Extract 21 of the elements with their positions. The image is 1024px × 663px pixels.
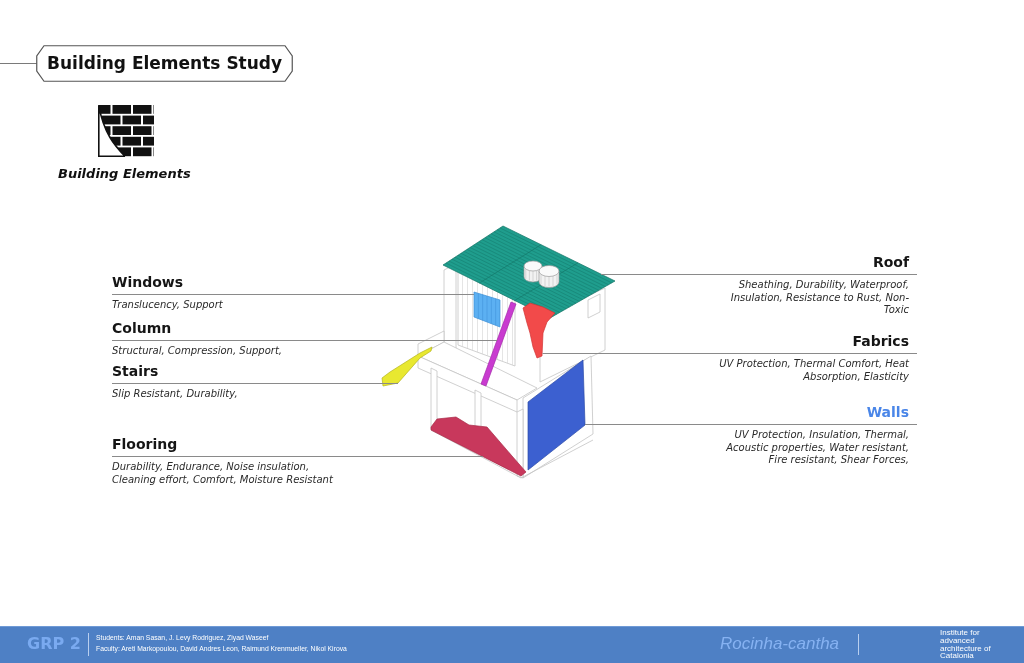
property-list: Structural, Compression, Support, xyxy=(112,345,283,358)
leader-line xyxy=(311,383,399,384)
property-list: Durability, Endurance, Noise insulation, Cleaning effort, Comfort, Moisture Resistant xyxy=(112,461,340,486)
title: Building Elements Study xyxy=(47,53,283,73)
element-heading: Flooring xyxy=(112,435,178,453)
project-name: Rocinha-cantha xyxy=(720,634,840,654)
element-heading: Windows xyxy=(112,273,184,291)
subheading: Building Elements xyxy=(58,166,191,182)
element-heading: Walls xyxy=(866,403,909,421)
leader-line xyxy=(584,424,720,425)
property-list: UV Protection, Insulation, Thermal, Acoustic properties, Water resistant, Fire resistant, Shear Forces, xyxy=(719,429,909,467)
element-heading: Stairs xyxy=(112,362,159,380)
leader-line xyxy=(600,274,725,275)
element-heading: Roof xyxy=(872,253,909,271)
property-list: Sheathing, Durability, Waterproof, Insulation, Resistance to Rust, Non-Toxic xyxy=(724,279,909,317)
institute-name: Institute for advanced architecture of Catalonia xyxy=(940,629,992,661)
property-list: Slip Resistant, Durability, xyxy=(112,388,238,401)
element-heading: Fabrics xyxy=(852,332,909,350)
property-list: UV Protection, Thermal Comfort, Heat Absorption, Elasticity xyxy=(711,358,909,383)
property-list: Translucency, Support xyxy=(112,299,223,312)
element-heading: Column xyxy=(112,319,172,337)
